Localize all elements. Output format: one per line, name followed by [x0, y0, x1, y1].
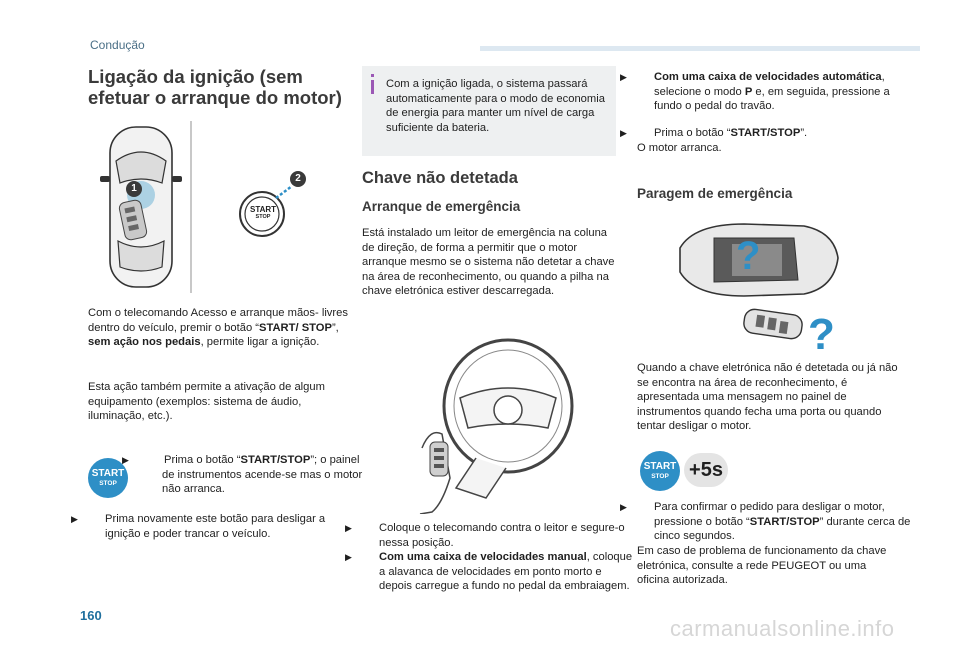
header-bar [480, 46, 920, 51]
bullet-press-button: ▶ Prima o botão “START/STOP”; o painel de… [122, 453, 366, 497]
section-title-key-not-detected: Chave não detetada [362, 169, 518, 187]
car-top-view-illustration [100, 126, 182, 288]
question-mark-icon: ? [808, 310, 835, 359]
bullet-manual-gearbox: ▶ Com uma caixa de velocidades manual, co… [345, 550, 633, 594]
p1-a: Com o telecomando Acesso e arranque mãos… [88, 307, 319, 319]
b1-b: ”; o painel de instrumentos acende-se ma… [162, 454, 363, 496]
r-b3-button: START/STOP [749, 515, 820, 528]
start-stop-icon: START STOP [88, 458, 128, 498]
bullet-icon: ▶ [345, 552, 352, 562]
r-b1-p: P [744, 85, 753, 98]
bullet-place-remote: ▶ Coloque o telecomando contra o leitor e… [345, 521, 633, 550]
p1-b: livres dentro do veículo, premir o botão… [88, 307, 348, 334]
section-header: Condução [90, 38, 145, 52]
bullet-confirm-stop: ▶ Para confirmar o pedido para desligar o… [620, 500, 916, 544]
r-b1-bold: Com uma caixa de velocidades automática [654, 71, 882, 83]
divider-line [190, 121, 192, 293]
mid-b2-bold: Com uma caixa de velocidades manual [379, 551, 587, 563]
engine-starts-text: O motor arranca. [637, 142, 722, 154]
car-key-not-detected-illustration [679, 223, 839, 340]
illus-stop-label: STOP [255, 214, 271, 220]
plus-five-seconds-icon: +5s [684, 453, 728, 487]
info-icon [371, 80, 374, 94]
info-icon-dot [371, 74, 374, 77]
bullet-icon: ▶ [620, 72, 627, 82]
callout-1: 1 [126, 181, 142, 197]
mid-b2-text: , coloque a alavanca de velocidades em p… [379, 551, 633, 593]
stop-label: STOP [651, 473, 669, 480]
bullet-icon: ▶ [620, 502, 627, 512]
r-b2-a: Prima o botão “ [654, 127, 731, 139]
p1-d: , permite ligar a ignição. [200, 336, 320, 349]
bullet-icon: ▶ [122, 455, 129, 465]
r-b2-b: ”. [800, 127, 808, 139]
b1-a: Prima o botão “ [164, 454, 241, 466]
r-b1-a: , selecione o modo [654, 71, 885, 98]
bullet-press-again: ▶ Prima novamente este botão para desliga… [71, 512, 345, 541]
bullet-icon: ▶ [345, 523, 352, 533]
title-line-1: Ligação da ignição (sem [88, 66, 303, 87]
r-b3-b: ” durante cerca de cinco segundos. [654, 515, 911, 543]
info-text: Com a ignição ligada, o sistema passará … [386, 78, 605, 134]
malfunction-paragraph: Em caso de problema de funcionamento da … [637, 545, 887, 587]
r-b3-a: Para confirmar o pedido para desligar o … [654, 501, 885, 528]
emergency-stop-paragraph: Quando a chave eletrónica não é detetada… [637, 362, 898, 433]
page-title: Ligação da ignição (sem efetuar o arranq… [88, 66, 358, 108]
subsection-emergency-start: Arranque de emergência [362, 199, 521, 214]
subsection-emergency-stop: Paragem de emergência [637, 186, 793, 201]
p1-c: ”, [331, 321, 339, 334]
b1-button: START/STOP [240, 454, 311, 466]
bullet-icon: ▶ [71, 514, 78, 524]
r-b1-b: e, em seguida, pressione a fundo o pedal… [654, 85, 890, 113]
emergency-start-paragraph: Está instalado um leitor de emergência n… [362, 227, 615, 298]
bullet-icon: ▶ [620, 128, 627, 138]
start-stop-button-illustration [239, 185, 293, 237]
page-number: 160 [80, 608, 102, 623]
mid-b1-text: Coloque o telecomando contra o leitor e … [379, 522, 625, 549]
start-label: START [643, 461, 677, 472]
stop-label: STOP [99, 480, 117, 487]
p1-button: START/ STOP [259, 321, 332, 334]
steering-wheel-illustration [419, 338, 574, 514]
question-mark-icon: ? [736, 234, 761, 278]
bullet-automatic-gearbox: ▶ Com uma caixa de velocidades automática… [620, 70, 912, 114]
start-label: START [91, 468, 125, 479]
equipment-paragraph: Esta ação também permite a ativação de a… [88, 381, 325, 423]
b2-text: Prima novamente este botão para desligar… [105, 513, 326, 540]
start-stop-icon: START STOP [640, 451, 680, 491]
ignition-paragraph: Com o telecomando Acesso e arranque mãos… [88, 306, 350, 350]
bullet-press-start-stop: ▶ Prima o botão “START/STOP”. [620, 126, 912, 141]
info-box: Com a ignição ligada, o sistema passará … [362, 66, 616, 156]
p1-bold: sem ação nos pedais [88, 336, 201, 349]
callout-2: 2 [290, 171, 306, 187]
watermark: carmanualsonline.info [670, 616, 895, 641]
title-line-2: efetuar o arranque do motor) [88, 87, 342, 108]
r-b2-button: START/STOP [730, 127, 801, 139]
illus-start-label: START [250, 205, 277, 214]
